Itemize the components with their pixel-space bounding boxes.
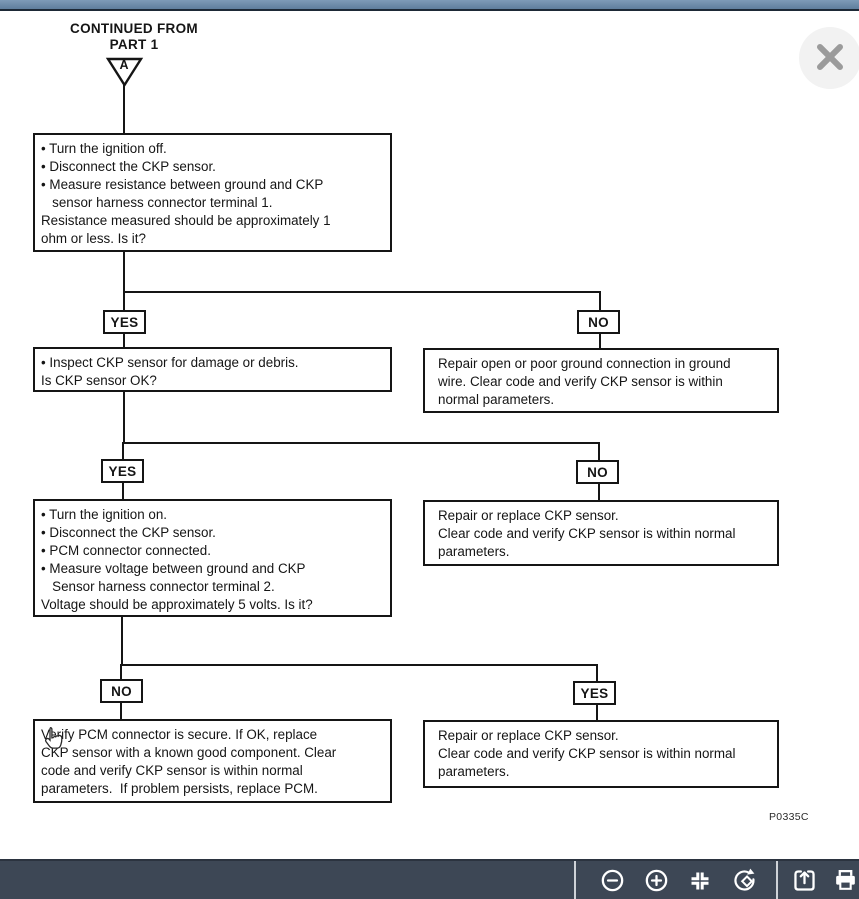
decision-label-no: NO [576, 460, 619, 484]
decision-label-no: NO [577, 310, 620, 334]
continued-from-line2: PART 1 [109, 37, 159, 52]
triangle-icon [105, 57, 144, 88]
connector-line [598, 442, 600, 461]
print-button[interactable] [828, 864, 859, 897]
viewer-toolbar [0, 859, 859, 899]
step-box-replace-sensor-mid: Repair or replace CKP sensor.Clear code … [423, 500, 779, 566]
connector-line [596, 704, 598, 721]
connector-line [120, 664, 598, 666]
connector-line [122, 482, 124, 500]
decision-label-yes: YES [573, 681, 616, 705]
step-box-replace-sensor-bottom: Repair or replace CKP sensor.Clear code … [423, 720, 779, 788]
connector-line [123, 291, 125, 310]
toolbar-separator [776, 861, 778, 899]
export-icon [793, 870, 815, 891]
zoom-in-button[interactable] [639, 864, 673, 897]
connector-a-symbol: A [105, 56, 145, 88]
connector-line [599, 333, 601, 349]
rotate-button[interactable] [727, 864, 761, 897]
connector-line [122, 442, 124, 460]
connector-line [123, 252, 125, 292]
decision-label-no: NO [100, 679, 143, 703]
zoom-out-icon [601, 869, 623, 892]
connector-line [596, 664, 598, 682]
fit-to-screen-icon [691, 872, 709, 889]
decision-label-yes: YES [101, 459, 144, 483]
connector-line [123, 291, 601, 293]
export-button[interactable] [787, 864, 821, 897]
step-box-verify-pcm: Verify PCM connector is secure. If OK, r… [33, 719, 392, 803]
step-box-check-voltage: • Turn the ignition on.• Disconnect the … [33, 499, 392, 617]
connector-letter: A [119, 58, 129, 72]
connector-line [123, 391, 125, 443]
connector-line [120, 702, 122, 720]
close-button[interactable] [799, 27, 859, 89]
toolbar-separator [574, 861, 576, 899]
connector-line [123, 85, 125, 133]
connector-line [120, 664, 122, 680]
rotate-icon [733, 868, 755, 891]
step-box-check-resistance: • Turn the ignition off.• Disconnect the… [33, 133, 392, 252]
connector-line [123, 333, 125, 348]
connector-line [598, 483, 600, 501]
connector-line [122, 442, 600, 444]
step-box-inspect-sensor: • Inspect CKP sensor for damage or debri… [33, 347, 392, 392]
step-box-repair-ground: Repair open or poor ground connection in… [423, 348, 779, 413]
zoom-out-button[interactable] [595, 864, 629, 897]
connector-line [121, 616, 123, 666]
continued-from-label: CONTINUED FROM PART 1 [60, 21, 208, 53]
print-icon [835, 870, 855, 890]
fit-to-screen-button[interactable] [683, 864, 717, 897]
figure-code: P0335C [769, 811, 809, 823]
top-accent-bar [0, 0, 859, 11]
close-icon [811, 38, 849, 79]
continued-from-line1: CONTINUED FROM [70, 21, 198, 36]
decision-label-yes: YES [103, 310, 146, 334]
zoom-in-icon [645, 869, 667, 892]
connector-line [599, 291, 601, 310]
